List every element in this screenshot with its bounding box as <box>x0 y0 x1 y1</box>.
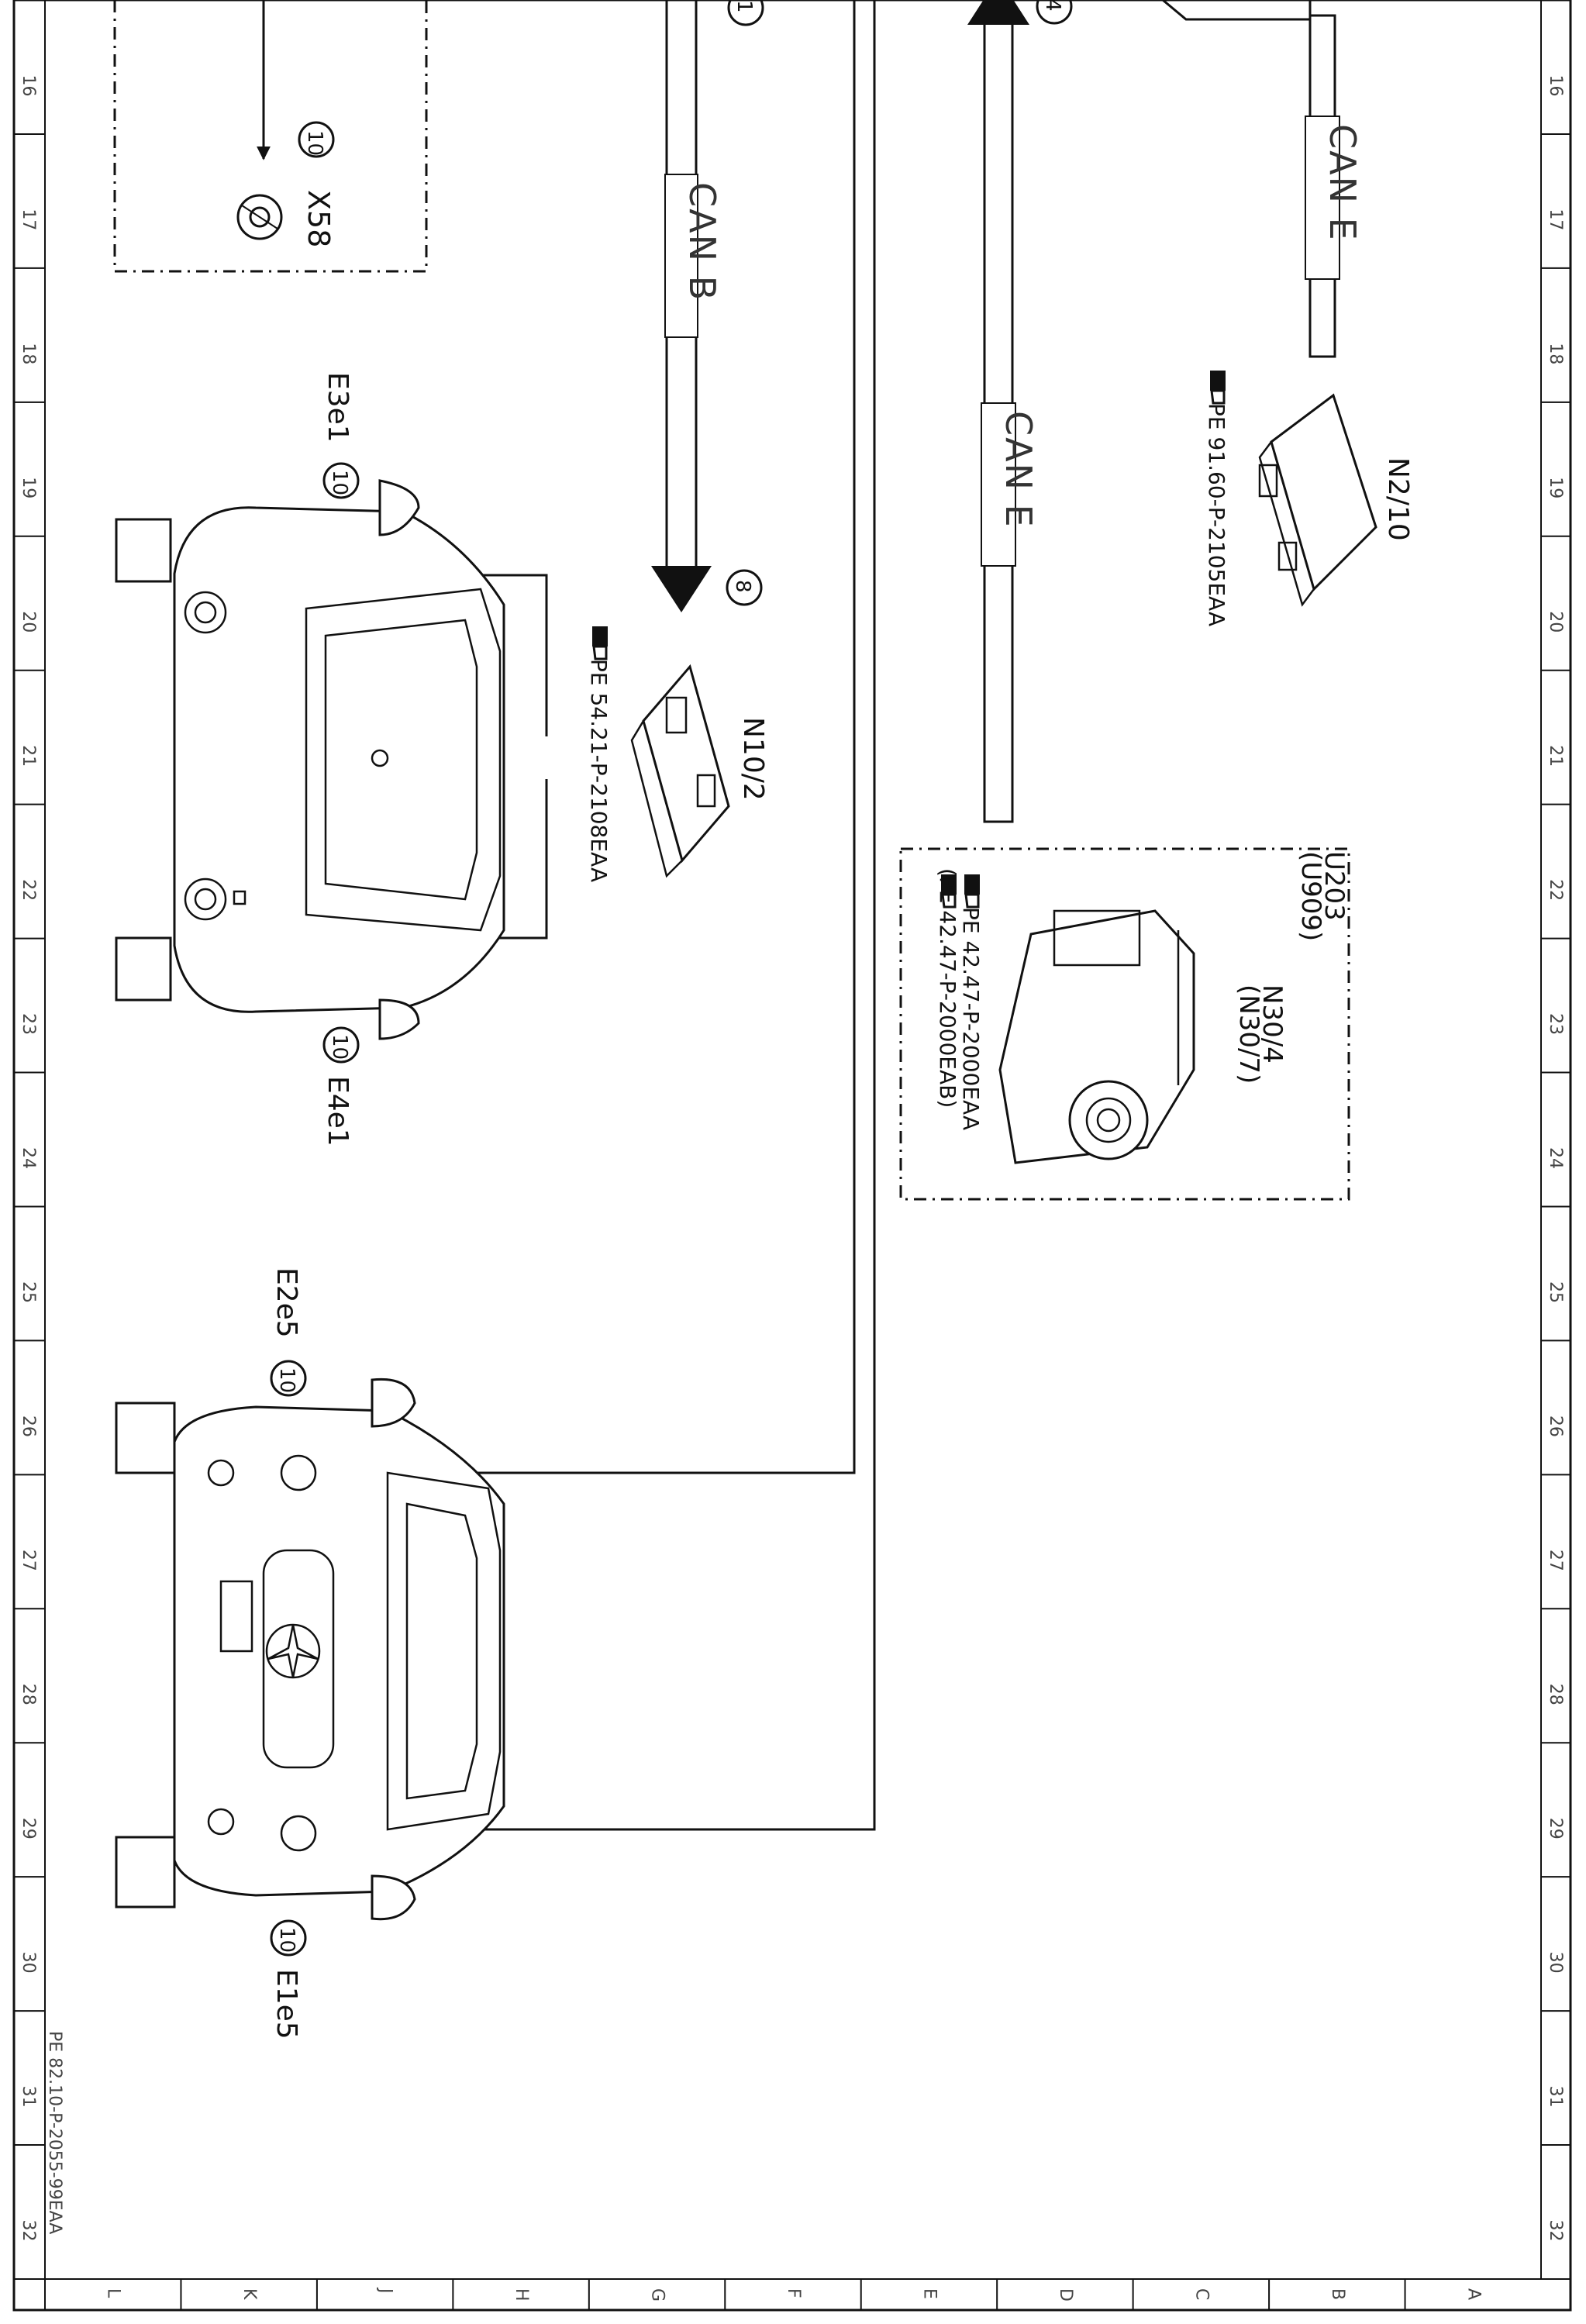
marker-number: 8 <box>731 580 754 593</box>
n30-4-reference-1: PE 42.47-P-2000EAA <box>958 907 984 1130</box>
esp-unit-icon <box>998 909 1195 1164</box>
marker-number: 10 <box>275 1367 298 1393</box>
can-e-center-label: CAN E <box>998 411 1040 529</box>
can-b-label: CAN B <box>681 182 723 302</box>
row-number: 19 <box>19 477 38 498</box>
row-number: 18 <box>1546 343 1565 364</box>
row-number: 20 <box>1546 611 1565 633</box>
hand-pointer-icon <box>1210 371 1226 405</box>
marker-number: 10 <box>303 130 326 156</box>
row-number: 31 <box>1546 2086 1565 2108</box>
vehicle-rear-icon <box>115 479 505 1040</box>
marker-number: 1 <box>733 0 756 13</box>
row-number: 23 <box>1546 1013 1565 1035</box>
signal-lines-right <box>326 0 876 1831</box>
column-letter: E <box>919 2288 939 2299</box>
e2e5-label-group: E2e5 10 <box>270 1267 307 1397</box>
n10-2-group: N10/2 PE 54.21-P-2108EAA <box>586 626 769 882</box>
e3e1-label: E3e1 <box>322 372 353 443</box>
marker-circle <box>298 121 335 158</box>
row-number: 22 <box>19 879 38 901</box>
row-number: 32 <box>1546 2220 1565 2242</box>
n30-4-reference-2: (PE 42.47-P-2000EAB) <box>935 868 960 1108</box>
row-number: 19 <box>1546 477 1565 498</box>
can-e-right-label: CAN E <box>1322 124 1364 242</box>
row-number: 23 <box>19 1013 38 1035</box>
n2-10-reference: PE 91.60-P-2105EAA <box>1204 403 1229 626</box>
column-letter: A <box>1464 2288 1483 2300</box>
row-number: 27 <box>19 1550 38 1571</box>
marker-number: 10 <box>328 1034 351 1060</box>
column-letter: B <box>1328 2288 1347 2300</box>
row-number: 20 <box>19 611 38 633</box>
hand-pointer-icon <box>941 874 957 909</box>
row-number: 25 <box>19 1281 38 1303</box>
row-number: 28 <box>19 1684 38 1705</box>
row-number: 32 <box>19 2220 38 2242</box>
n30-4-label: N30/4 <box>1257 984 1288 1064</box>
e3e1-label-group: E3e1 10 <box>322 372 360 499</box>
x58-group: 10 X58 <box>113 0 428 273</box>
n10-2-label: N10/2 <box>737 717 769 801</box>
n30-4-variant: U203 <box>1319 851 1350 921</box>
row-number: 24 <box>19 1147 38 1169</box>
connector-icon <box>236 194 283 240</box>
row-number: 25 <box>1546 1281 1565 1303</box>
row-number: 29 <box>19 1818 38 1840</box>
vehicle-front-icon <box>115 1378 505 1921</box>
row-number: 17 <box>1546 209 1565 230</box>
row-number: 18 <box>19 343 38 364</box>
row-number: 26 <box>19 1415 38 1437</box>
hand-pointer-icon <box>592 626 608 660</box>
column-letter: K <box>240 2288 259 2300</box>
n30-4-group: U203 (U909) N30/4 (N30/7) PE 42.47-P-200… <box>899 847 1350 1201</box>
control-unit-icon <box>630 664 730 878</box>
row-number: 27 <box>1546 1550 1565 1571</box>
can-e-center-bus: CAN E 4 <box>967 0 1073 823</box>
marker-number: 4 <box>1041 0 1064 12</box>
hand-pointer-icon <box>964 874 980 909</box>
e4e1-label: E4e1 <box>322 1076 353 1146</box>
column-letter: L <box>104 2288 123 2298</box>
e2e5-label: E2e5 <box>271 1267 302 1338</box>
drawing-frame <box>12 0 1572 2312</box>
column-letter: C <box>1191 2288 1211 2300</box>
n2-10-label: N2/10 <box>1382 457 1414 541</box>
column-letter: G <box>648 2288 667 2302</box>
control-unit-icon <box>1258 393 1377 607</box>
row-number: 16 <box>1546 74 1565 96</box>
row-number: 21 <box>19 745 38 767</box>
n10-2-reference: PE 54.21-P-2108EAA <box>586 659 612 882</box>
row-number: 17 <box>19 209 38 230</box>
can-e-right-bus: CAN E <box>1162 0 1364 358</box>
row-number: 30 <box>19 1952 38 1974</box>
column-letter: F <box>784 2288 803 2298</box>
row-number: 26 <box>1546 1415 1565 1437</box>
column-letter: H <box>512 2288 531 2302</box>
row-number: 24 <box>1546 1147 1565 1169</box>
row-number: 22 <box>1546 879 1565 901</box>
row-number: 31 <box>19 2086 38 2108</box>
document-id: PE 82.10-P-2055-99EAA <box>45 2031 64 2234</box>
row-number: 28 <box>1546 1684 1565 1705</box>
n30-4-variant-alt: (U909) <box>1295 851 1326 941</box>
row-number: 30 <box>1546 1952 1565 1974</box>
e1e5-label-group: 10 E1e5 <box>270 1919 307 2040</box>
marker-number: 10 <box>328 470 351 495</box>
e1e5-label: E1e5 <box>271 1969 302 2040</box>
column-letter: J <box>376 2287 395 2294</box>
row-number: 16 <box>19 74 38 96</box>
e4e1-label-group: 10 E4e1 <box>322 1026 360 1146</box>
row-number: 29 <box>1546 1818 1565 1840</box>
row-number: 21 <box>1546 745 1565 767</box>
marker-number: 10 <box>275 1927 298 1953</box>
column-letter: D <box>1056 2288 1075 2302</box>
n2-10-group: N2/10 PE 91.60-P-2105EAA <box>1204 371 1414 626</box>
can-b-bus: CAN B 8 1 <box>651 0 764 612</box>
n30-4-label-alt: (N30/7) <box>1233 984 1264 1084</box>
x58-label: X58 <box>302 190 336 247</box>
